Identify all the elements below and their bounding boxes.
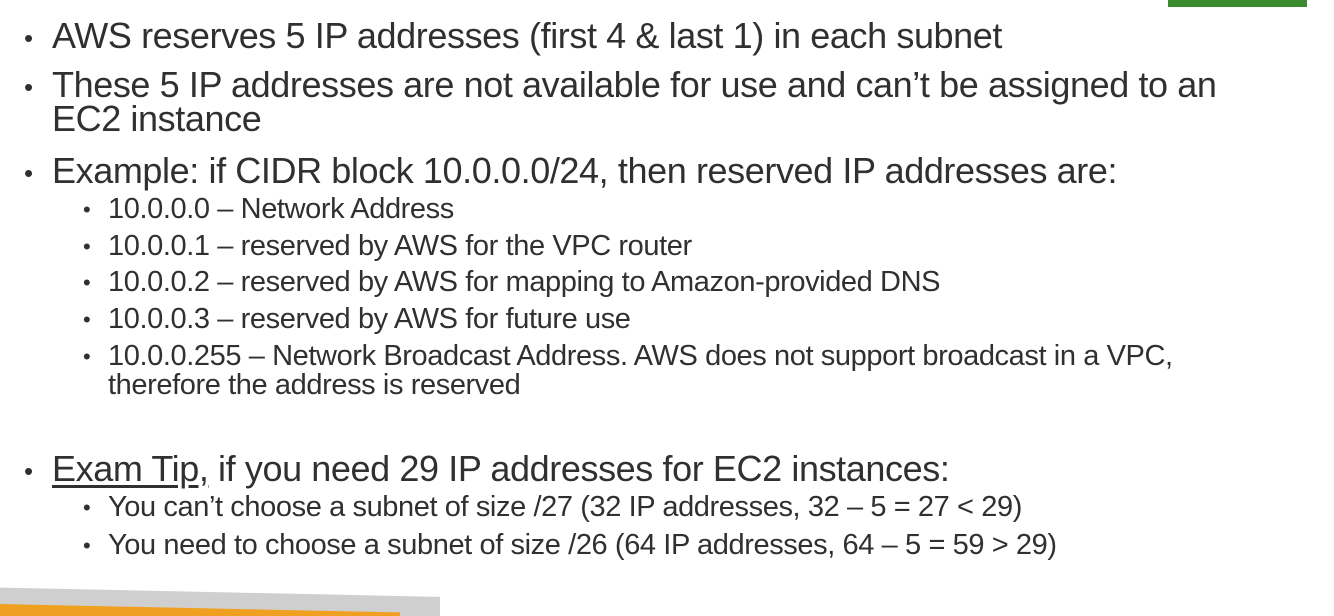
bullet-text: AWS reserves 5 IP addresses (first 4 & l… [52,15,1003,56]
bottom-decoration [0,576,1334,616]
sub-bullet-text: You can’t choose a subnet of size /27 (3… [108,491,1022,523]
bullet-dot-icon: • [83,495,91,520]
exam-tip-text: if you need 29 IP addresses for EC2 inst… [208,448,950,489]
bullet-text-line-1: These 5 IP addresses are not available f… [52,64,1217,105]
sub-bullet-text-line-1: 10.0.0.255 – Network Broadcast Address. … [108,340,1173,372]
bullet-text-line-2: EC2 instance [52,98,262,139]
sub-bullet-text: 10.0.0.255 – Network Broadcast Address. … [108,342,1173,400]
bullet-dot-icon: • [83,533,91,558]
sub-bullet-text: You need to choose a subnet of size /26 … [108,529,1057,561]
sub-bullet-text: 10.0.0.1 – reserved by AWS for the VPC r… [108,230,692,262]
bullet-dot-icon: • [24,23,34,53]
exam-tip-label: Exam Tip, [52,448,209,489]
bullet-text: These 5 IP addresses are not available f… [52,64,1217,139]
bullet-text: Example: if CIDR block 10.0.0.0/24, then… [52,150,1118,191]
bullet-dot-icon: • [83,270,91,295]
sub-bullet-text: 10.0.0.3 – reserved by AWS for future us… [108,303,631,335]
bullet-dot-icon: • [83,307,91,332]
sub-bullet-text: 10.0.0.0 – Network Address [108,193,454,225]
bullet-dot-icon: • [83,344,91,369]
sub-bullet-text: 10.0.0.2 – reserved by AWS for mapping t… [108,266,941,298]
top-accent-bar [1168,0,1307,7]
sub-bullet-text-line-2: therefore the address is reserved [108,369,521,401]
bullet-dot-icon: • [83,234,91,259]
bullet-dot-icon: • [83,197,91,222]
bullet-text: Exam Tip, if you need 29 IP addresses fo… [52,451,950,487]
bullet-dot-icon: • [24,456,34,486]
bullet-dot-icon: • [24,158,34,188]
bullet-dot-icon: • [24,72,34,102]
